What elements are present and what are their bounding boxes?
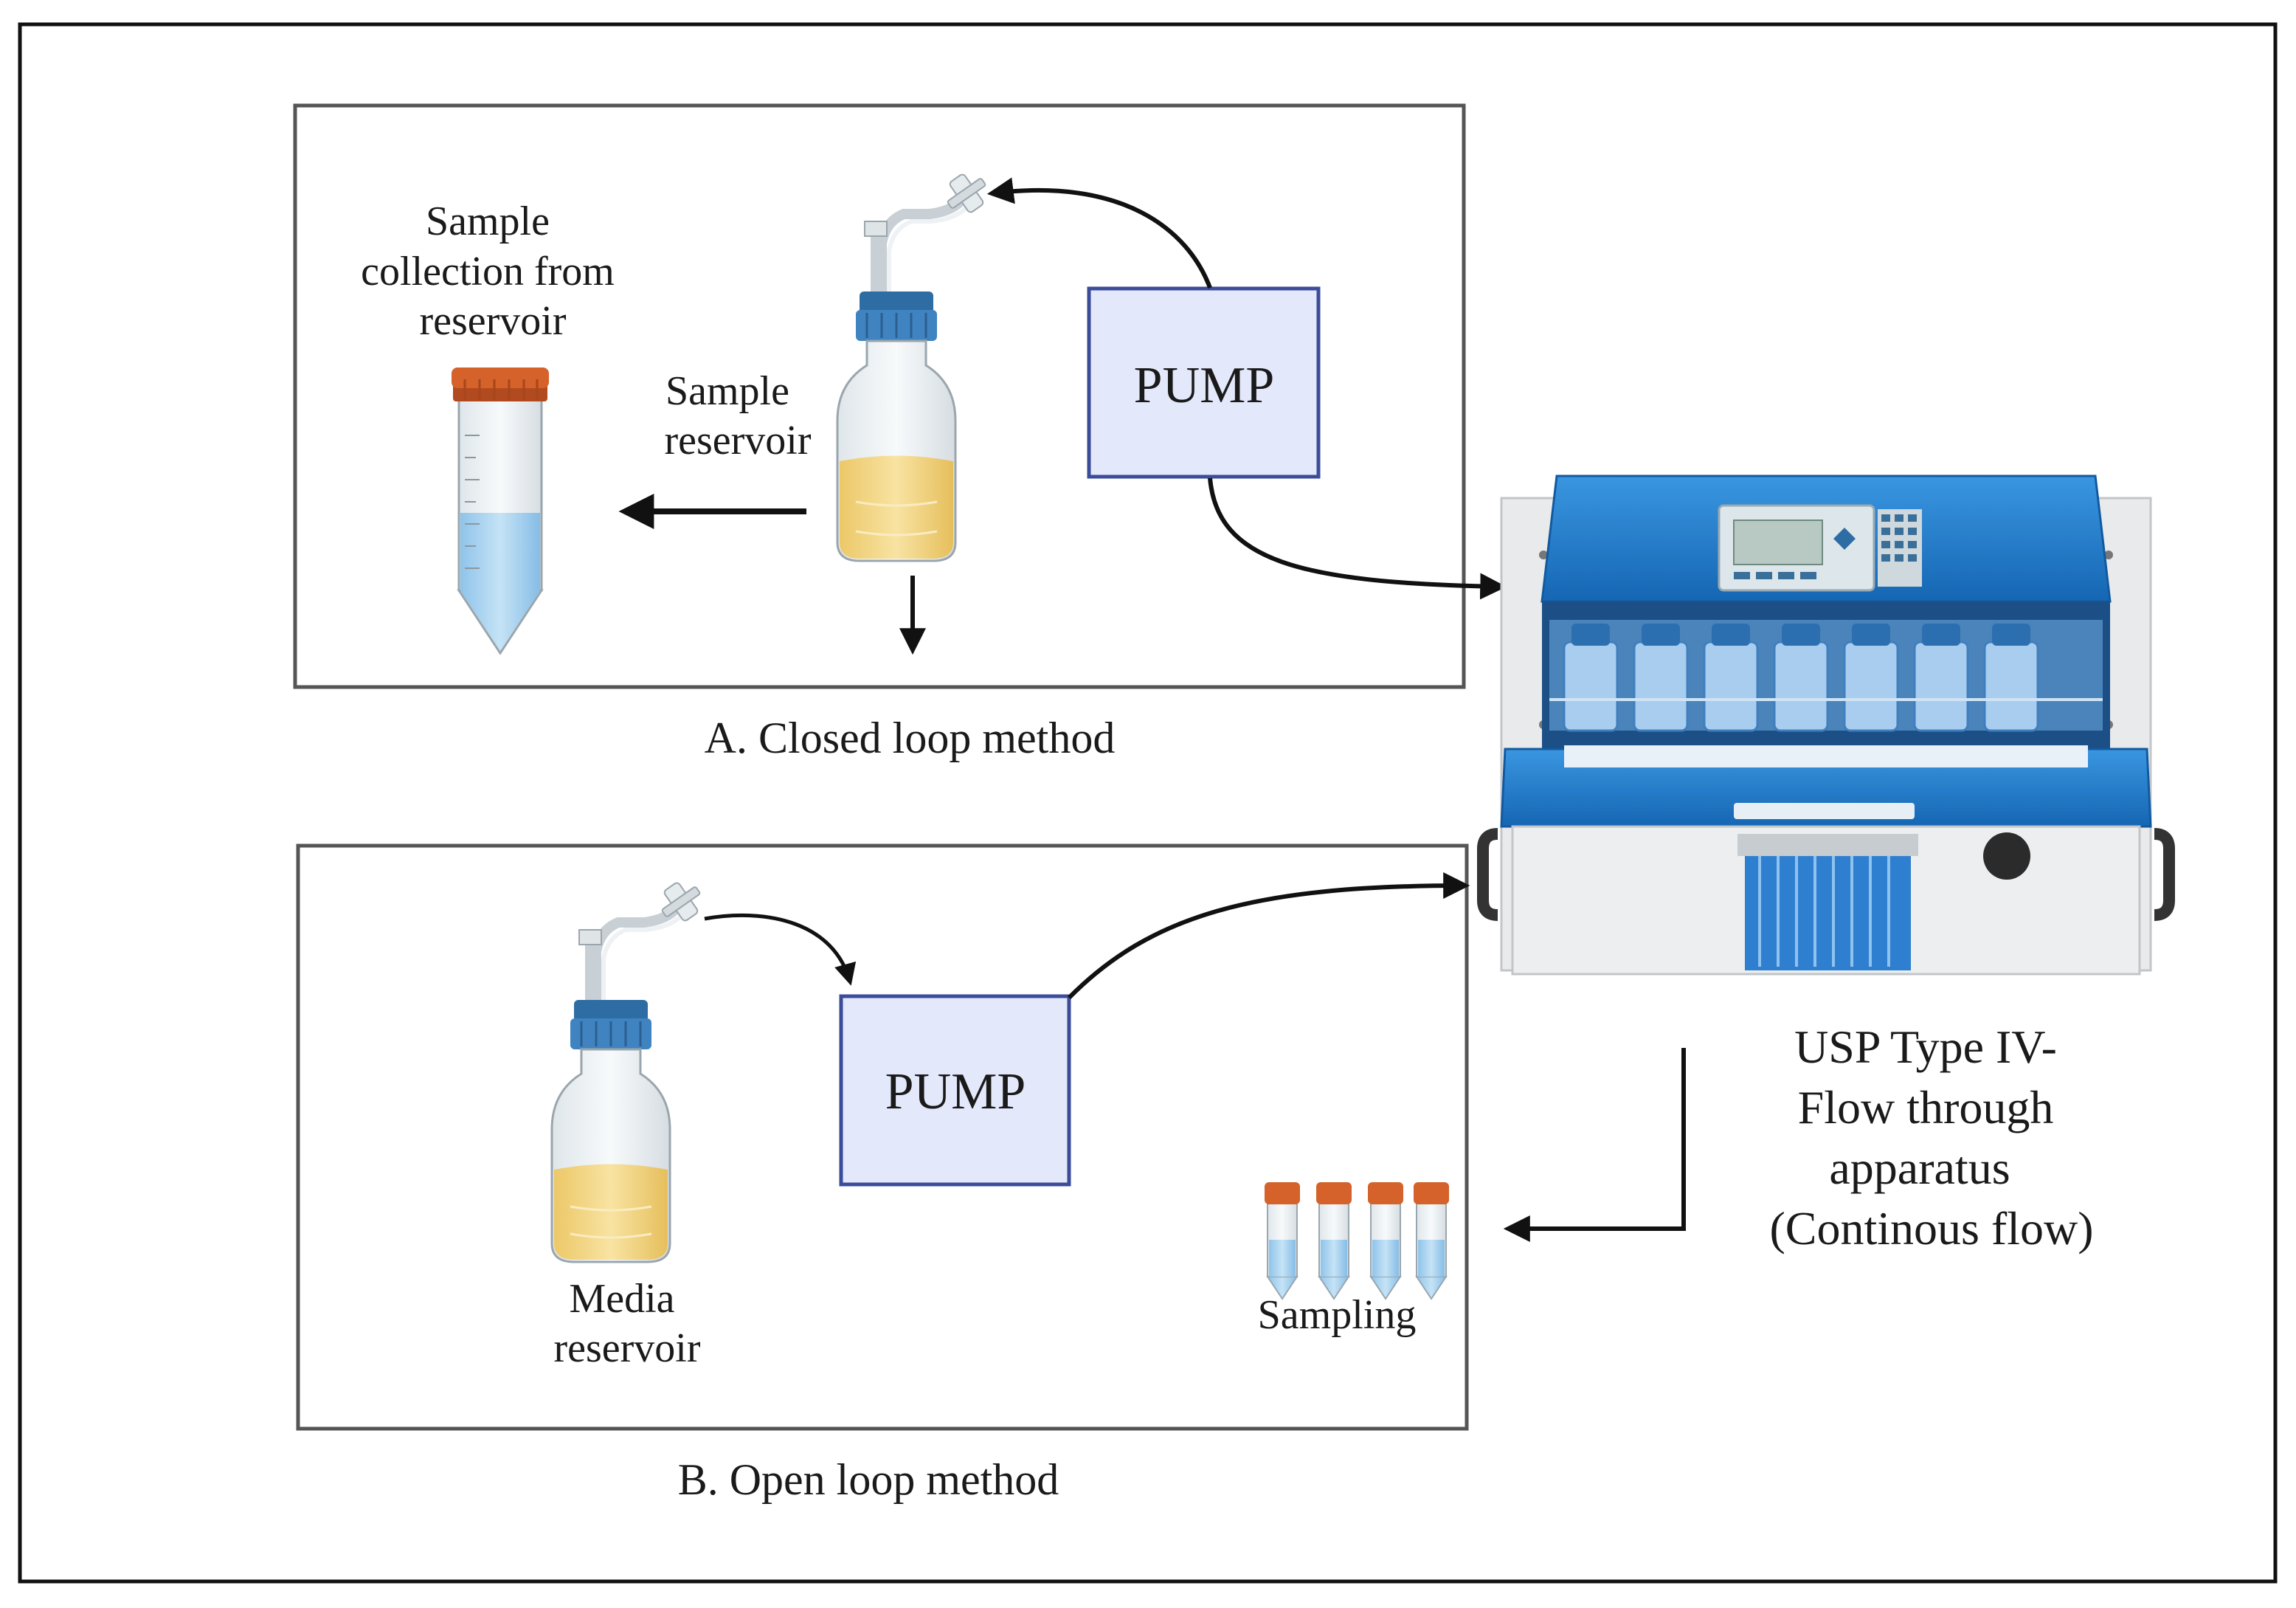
panel-b-box: [296, 843, 1469, 1431]
outer-frame: [18, 22, 2278, 1584]
panel-b: Media reservoir PUMP: [296, 843, 1470, 1504]
media-reservoir-bottle-icon: [550, 882, 701, 1263]
pump-b-box: [839, 994, 1071, 1187]
arrow-pump-to-bottle: [986, 177, 1212, 289]
pump-b-label: PUMP: [885, 1063, 1026, 1120]
panel-b-caption: B. Open loop method: [678, 1455, 1059, 1504]
sample-reservoir-label: Sample reservoir: [664, 368, 811, 463]
centrifuge-tube-icon: [452, 368, 549, 655]
sampling-tubes-icon: [1265, 1182, 1449, 1300]
arrow-pump-b-to-apparatus: [1067, 872, 1470, 1000]
panel-a-box: [293, 103, 1466, 689]
sample-reservoir-bottle-icon: [836, 173, 986, 562]
pump-a-box: [1087, 286, 1321, 479]
collection-label: Sample collection from reservoir: [361, 199, 625, 344]
apparatus-logo-icon: [1734, 803, 1915, 819]
media-reservoir-label: Media reservoir: [553, 1276, 700, 1371]
arrow-bottle-to-pump: [704, 913, 857, 986]
arrow-pump-to-apparatus: [1208, 477, 1507, 600]
arrow-apparatus-to-sampling: [1503, 1048, 1686, 1242]
panel-a-caption: A. Closed loop method: [705, 714, 1116, 762]
sampling-label: Sampling: [1258, 1292, 1417, 1338]
flow-through-apparatus-icon: [1477, 475, 2175, 976]
pump-a-label: PUMP: [1134, 357, 1275, 414]
panel-a: Sample collection from reservoir: [293, 103, 1507, 762]
apparatus-label: USP Type IV- Flow through apparatus (Con…: [1769, 1021, 2093, 1255]
